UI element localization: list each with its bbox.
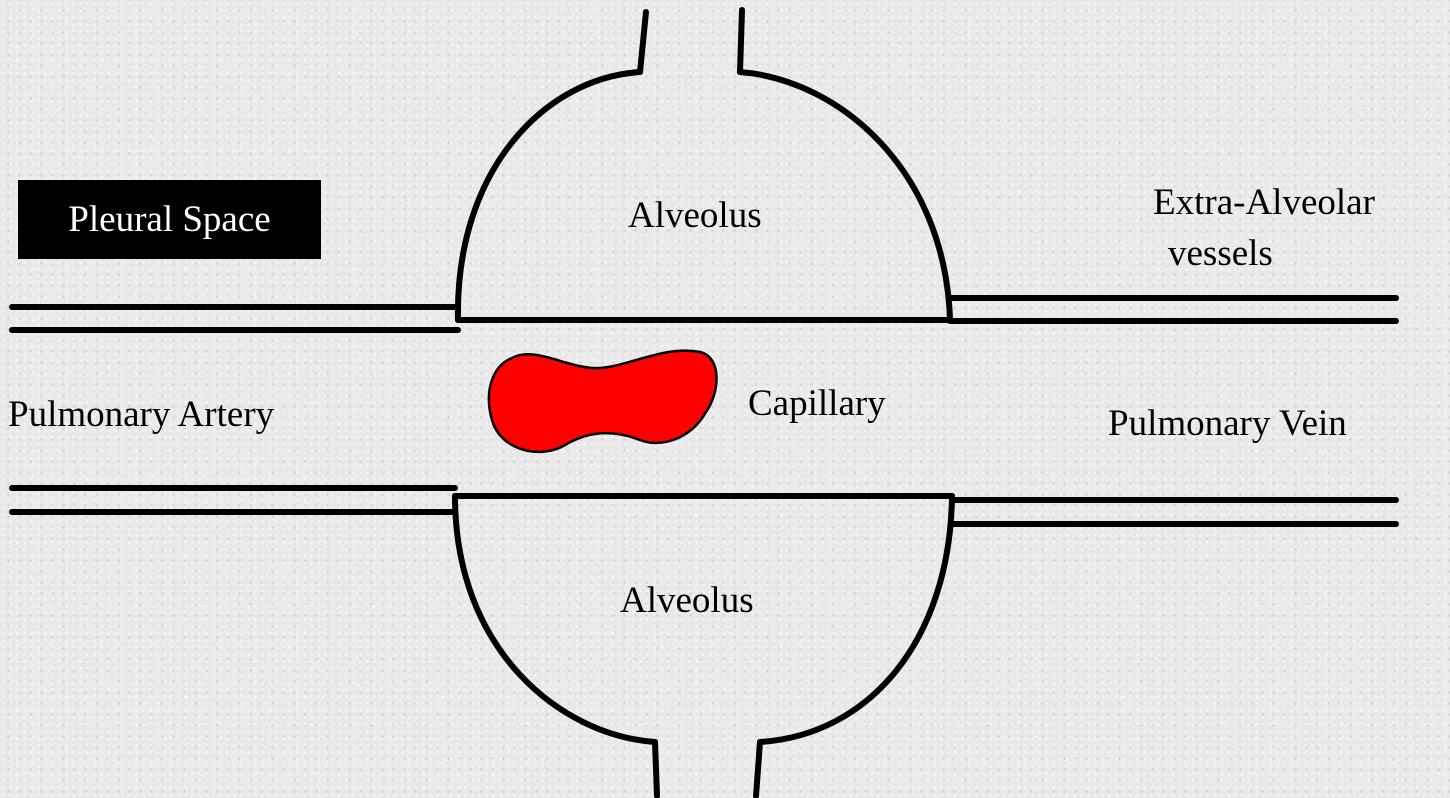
alveolus-bottom-label: Alveolus (620, 579, 754, 623)
alveolus-top-airway (640, 10, 742, 72)
capillary-label: Capillary (748, 382, 886, 426)
pleural-space-label: Pleural Space (68, 198, 270, 242)
extra-alveolar-label-line2: vessels (1168, 232, 1273, 276)
extra-alveolar-label-line1: Extra-Alveolar (1153, 181, 1375, 225)
pulmonary-artery-label: Pulmonary Artery (8, 393, 274, 437)
alveolus-top-label: Alveolus (628, 194, 762, 238)
capillary-shape (489, 351, 717, 452)
alveolus-bottom-airway (655, 742, 760, 796)
pleural-space-label-box: Pleural Space (18, 180, 321, 259)
pulmonary-vein-label: Pulmonary Vein (1108, 402, 1347, 446)
